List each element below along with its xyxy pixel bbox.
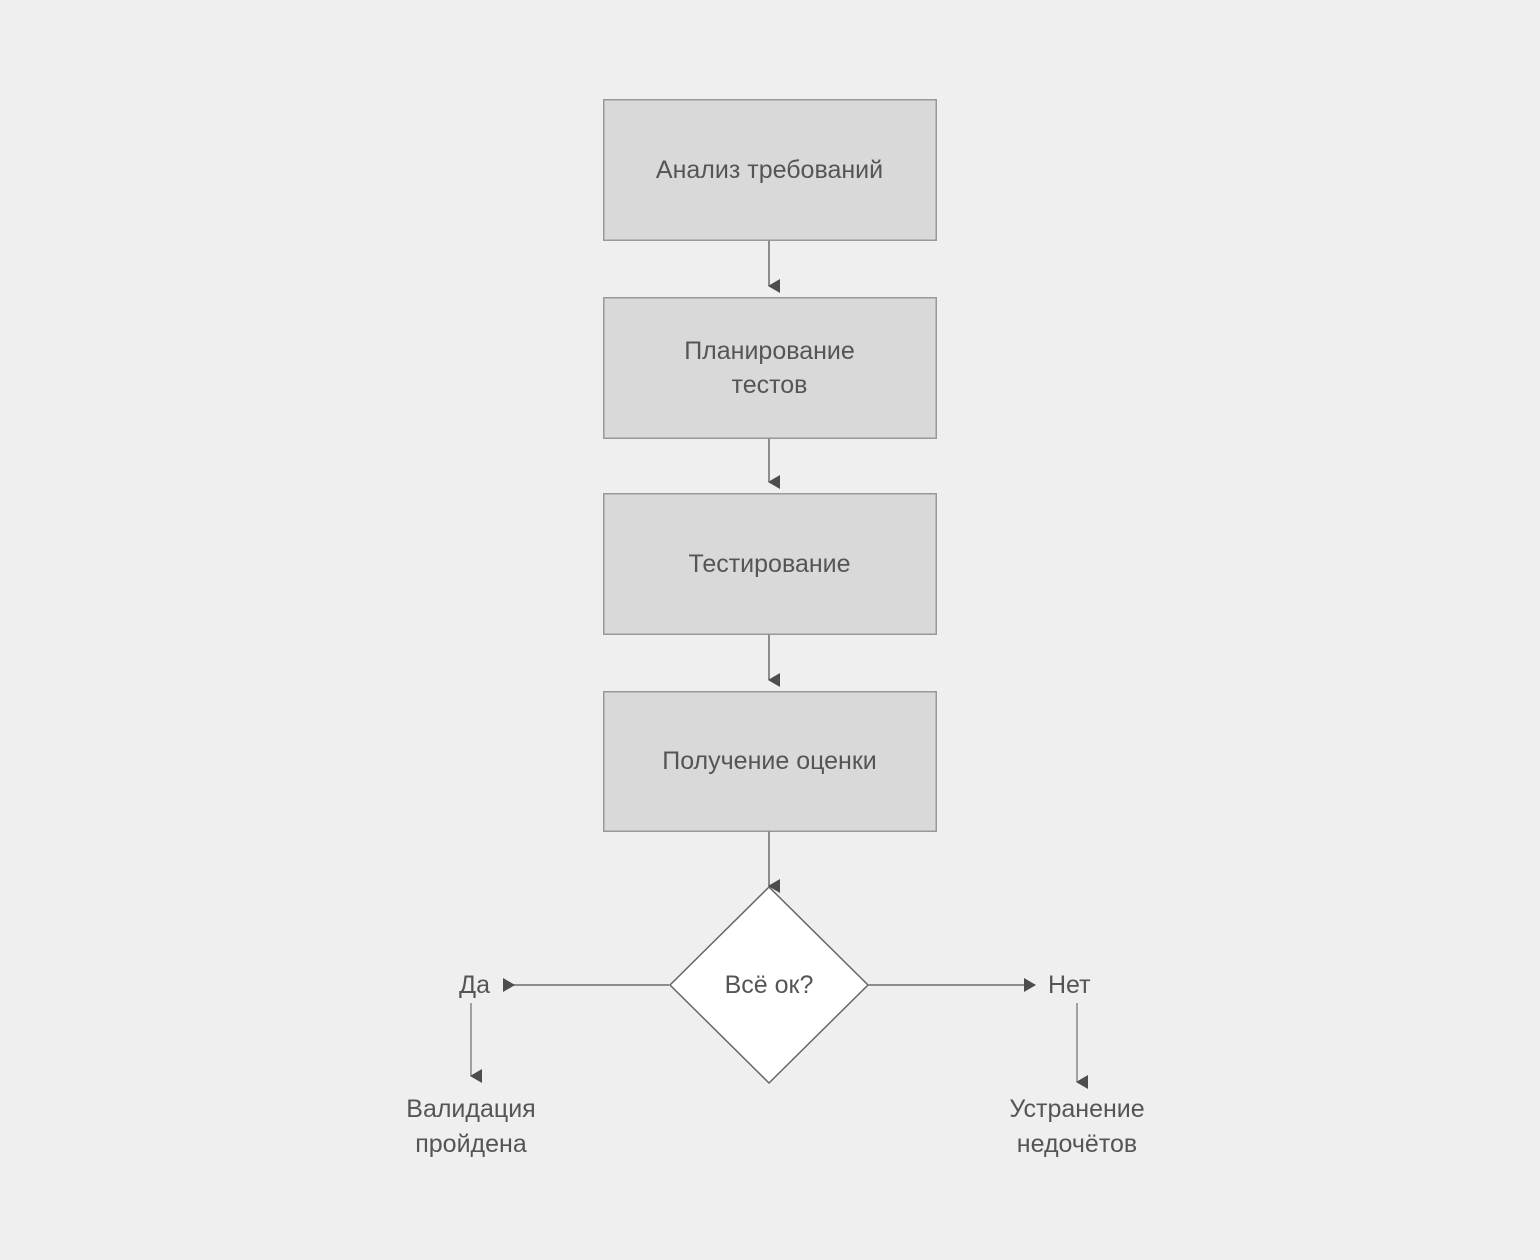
process-box-3 — [603, 493, 937, 635]
process-box-4 — [603, 691, 937, 832]
terminal-label-validation-passed: Валидация пройдена — [406, 1095, 536, 1158]
decision-diamond — [668, 885, 870, 1085]
edge-label-yes: Да — [459, 971, 490, 999]
edge-label-no: Нет — [1048, 971, 1091, 999]
process-box-1 — [603, 99, 937, 241]
process-box-2 — [603, 297, 937, 439]
terminal-label-fix-defects: Устранение недочётов — [1009, 1095, 1145, 1158]
